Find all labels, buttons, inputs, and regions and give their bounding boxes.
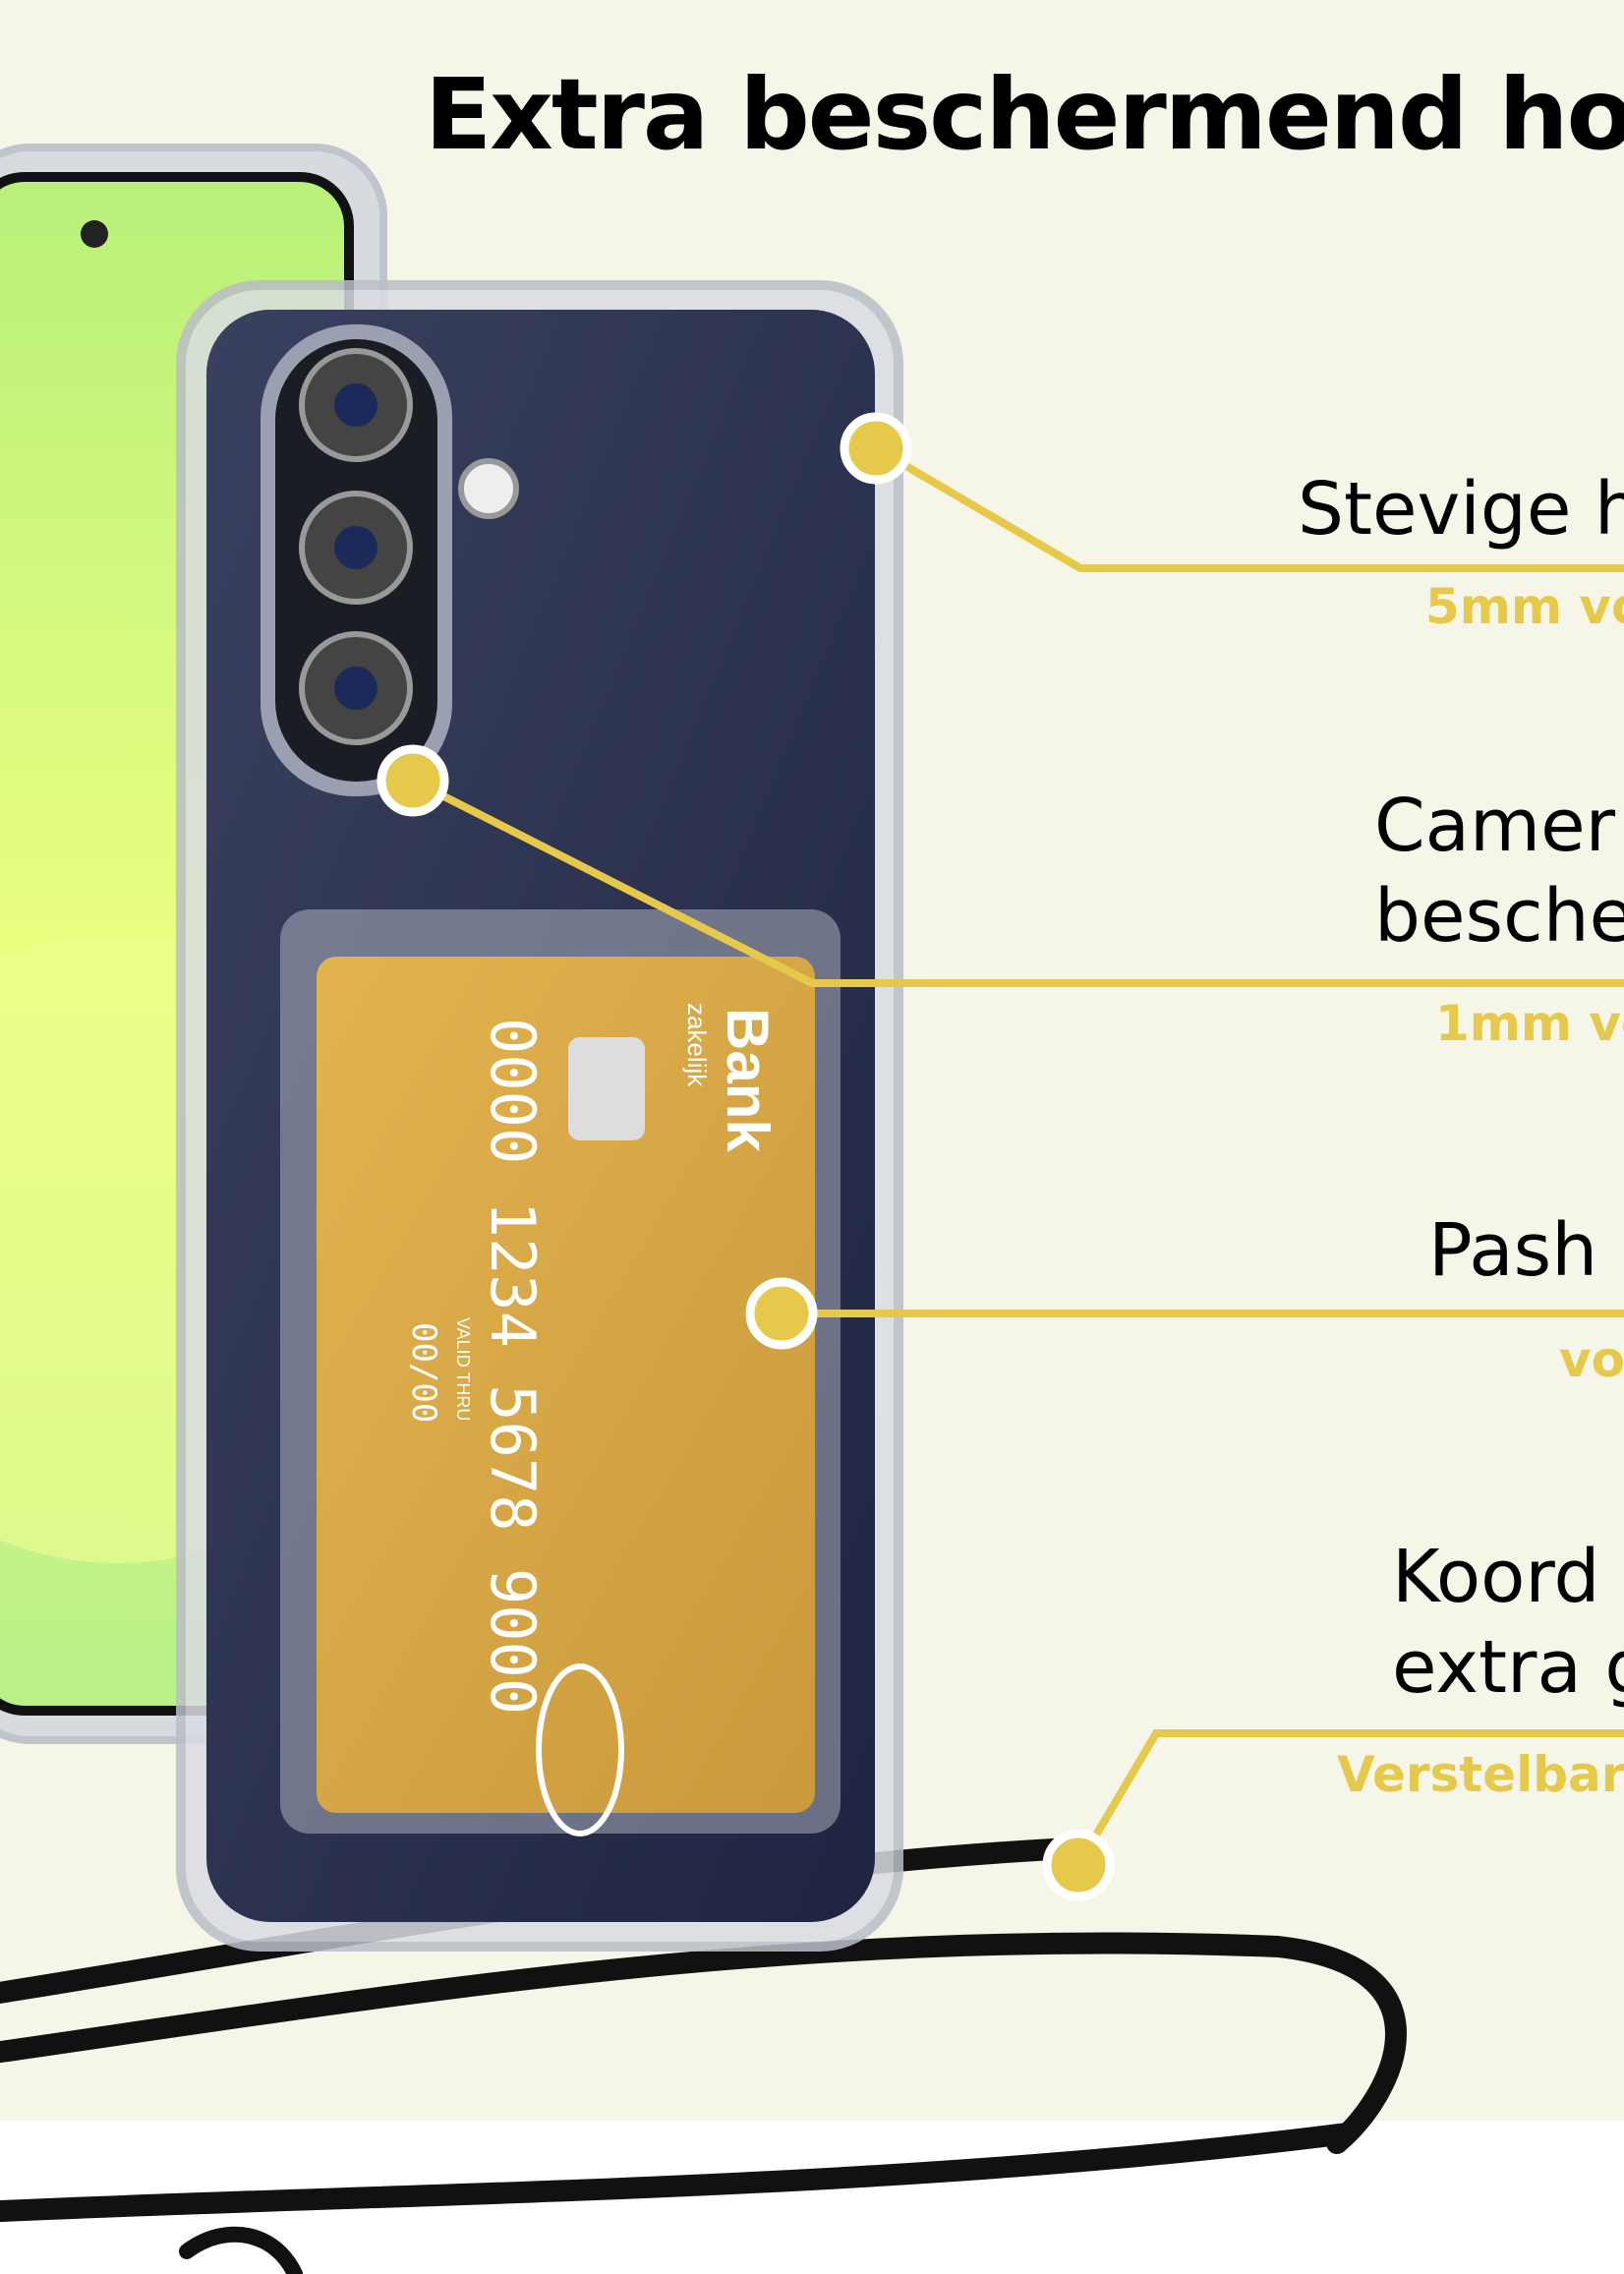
flash-icon <box>458 458 519 519</box>
feature-sub-corners: 5mm vo <box>1425 578 1624 635</box>
feature-label-line: Camer <box>1374 784 1616 868</box>
contactless-icon <box>536 1663 624 1837</box>
feature-sub-camera: 1mm vo <box>1435 995 1624 1052</box>
feature-label-line: extra g <box>1392 1625 1624 1710</box>
phone-back-case: Bank zakelijk 0000 1234 5678 9000 VALID … <box>176 280 903 1952</box>
bank-card <box>317 957 815 1813</box>
card-valid: 00/00 <box>404 1322 443 1423</box>
camera-lens-icon <box>299 348 413 745</box>
feature-label-line: besche <box>1374 874 1624 959</box>
card-bank: Bank <box>715 1008 781 1152</box>
chip-icon <box>568 1037 645 1140</box>
feature-sub-cord: Verstelbar <box>1337 1746 1624 1803</box>
feature-label-corners: Stevige h <box>1298 464 1624 554</box>
feature-label-line: Stevige h <box>1298 467 1624 552</box>
page-title: Extra beschermend ho <box>425 57 1624 172</box>
feature-label-line: Koord <box>1392 1535 1600 1619</box>
callout-lines <box>411 444 1624 1868</box>
callout-dots <box>377 412 1115 1901</box>
card-number: 0000 1234 5678 9000 <box>477 1018 549 1715</box>
feature-label-line: Pash <box>1428 1208 1598 1293</box>
feature-sub-cardholder: vo <box>1559 1331 1624 1388</box>
feature-label-cardholder: Pash <box>1428 1205 1597 1296</box>
front-camera-icon <box>81 220 108 248</box>
card-type: zakelijk <box>682 1003 712 1087</box>
card-valid-label: VALID THRU <box>453 1317 473 1421</box>
